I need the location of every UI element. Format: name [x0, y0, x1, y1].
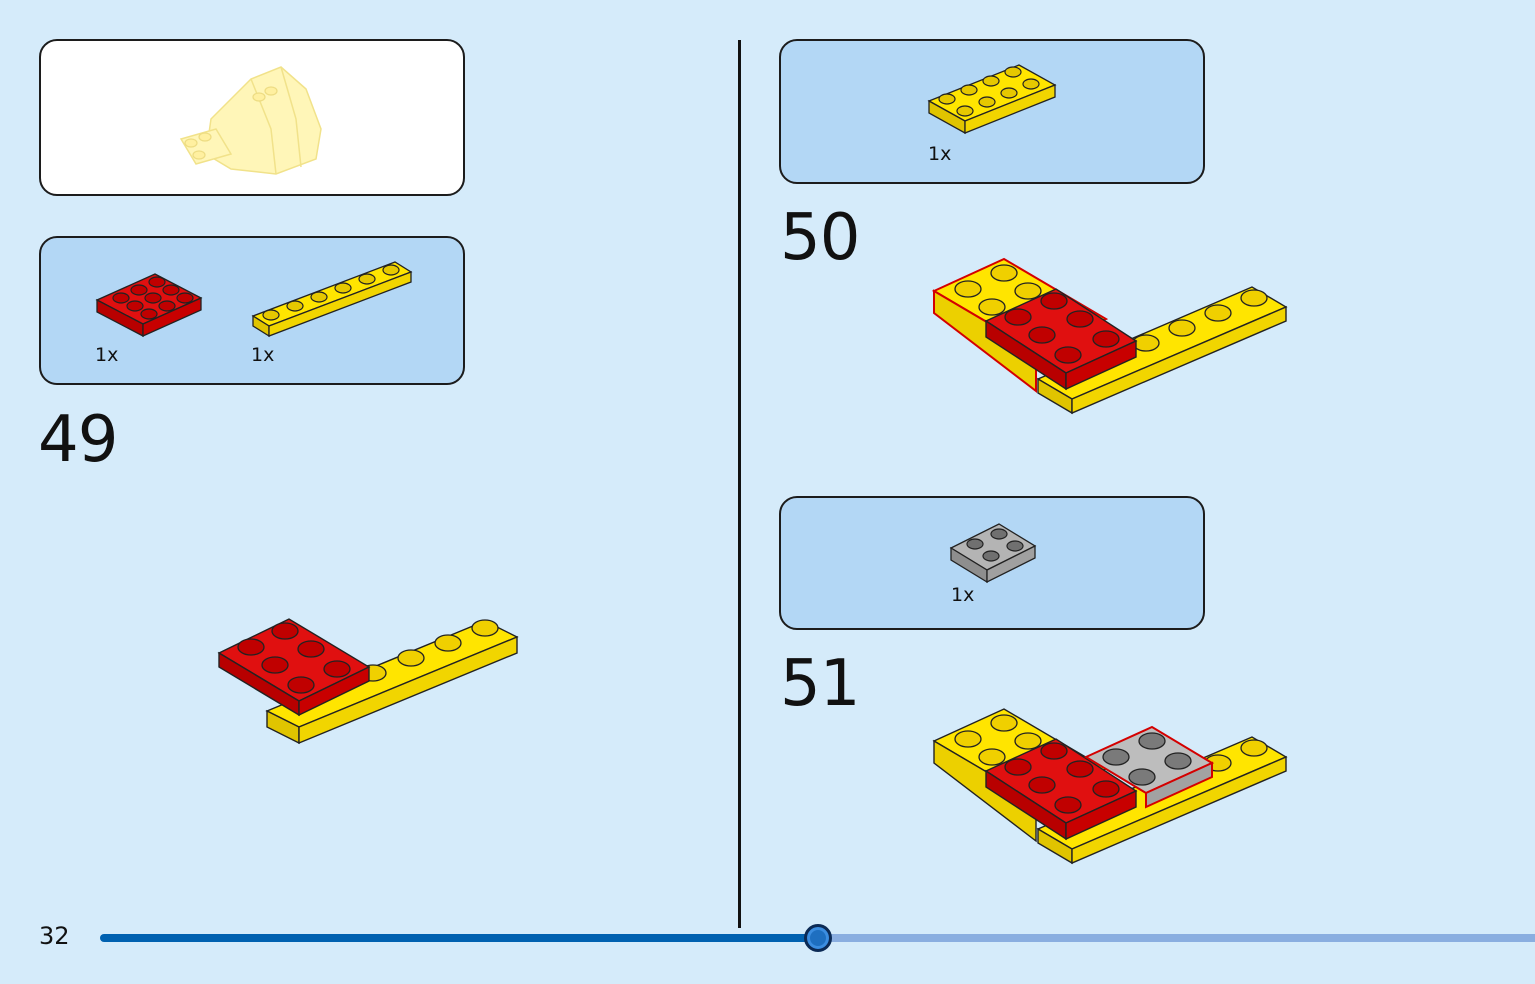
step-51-assembly-image [932, 708, 1288, 865]
step-49-part-2-qty: 1x [251, 344, 275, 366]
gray-plate-2x2-icon [949, 523, 1037, 584]
step-51-parts-panel: 1x [779, 496, 1205, 630]
step-49-assembly-image [217, 618, 519, 745]
step-51-part-1-qty: 1x [951, 584, 975, 606]
step-50-assembly-image [931, 257, 1288, 415]
progress-marker [803, 924, 832, 952]
progress-bar-remaining [817, 934, 1535, 942]
previous-assembly-panel [39, 39, 465, 196]
page-divider [738, 40, 741, 928]
step-50-part-1-qty: 1x [928, 143, 952, 165]
step-50-parts-panel: 1x [779, 39, 1205, 184]
red-plate-2x3-icon [95, 273, 203, 338]
step-49-number: 49 [38, 403, 118, 477]
step-50-number: 50 [780, 201, 860, 275]
page-number: 32 [39, 922, 70, 950]
progress-bar-filled [100, 934, 818, 942]
step-51-number: 51 [780, 647, 860, 721]
step-49-part-1-qty: 1x [95, 344, 119, 366]
yellow-plate-2x4-icon [927, 64, 1057, 135]
ghost-canopy-piece-icon [179, 66, 322, 175]
yellow-plate-1x6-icon [251, 261, 413, 338]
step-49-parts-panel: 1x 1x [39, 236, 465, 385]
